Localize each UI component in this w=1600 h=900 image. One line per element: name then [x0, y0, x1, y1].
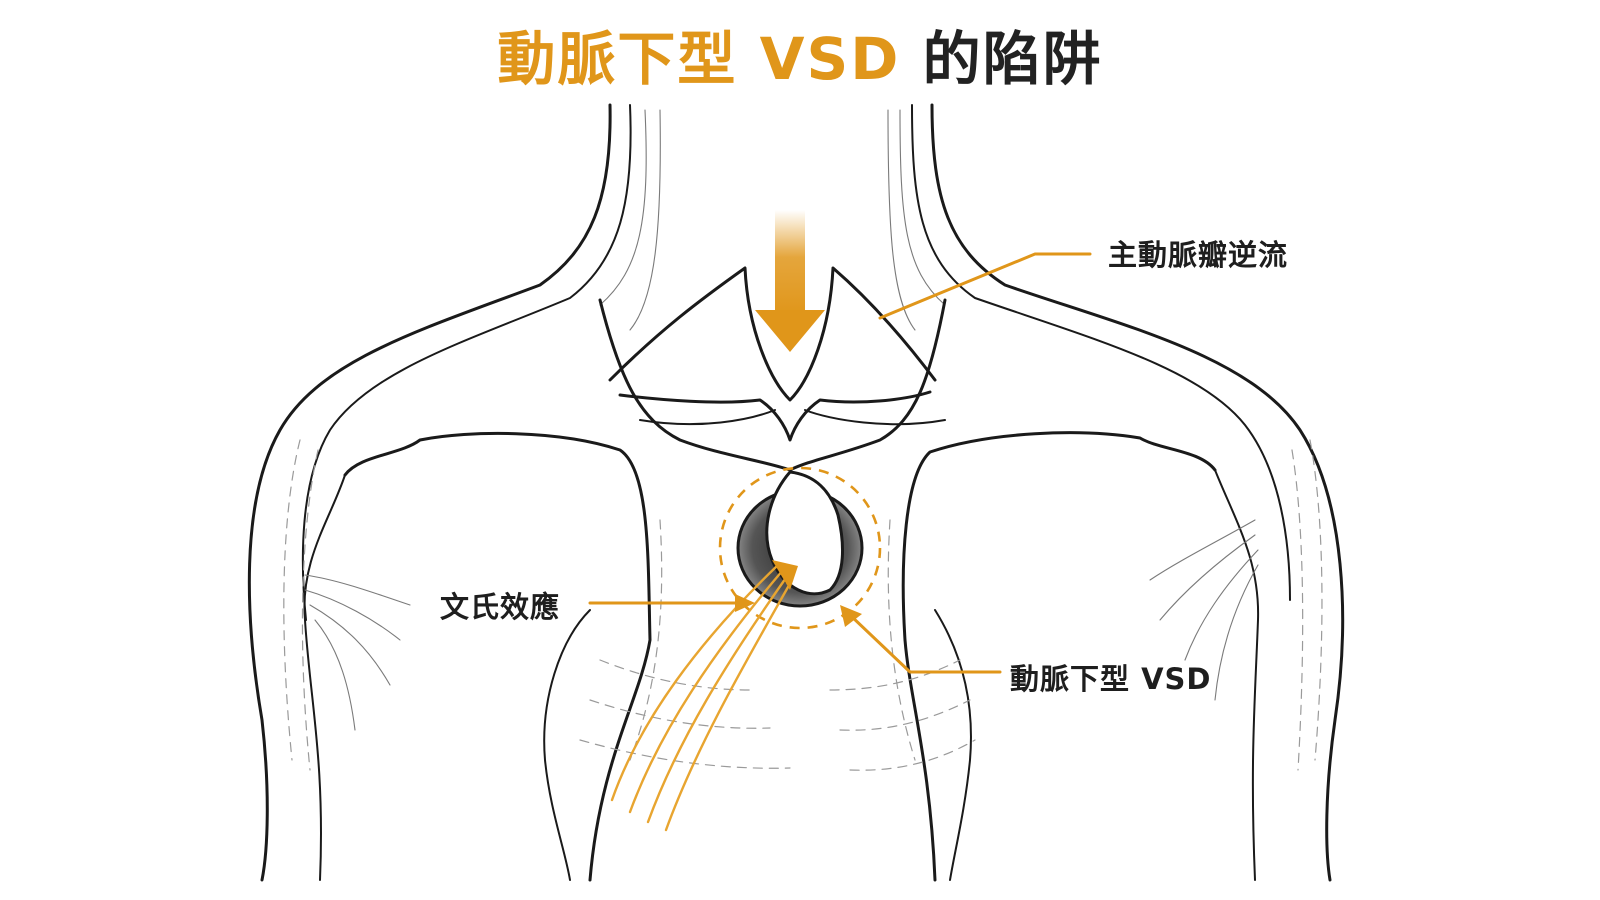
- ventricles: [303, 431, 1260, 882]
- label-venturi-effect: 文氏效應: [440, 590, 561, 624]
- papillary-muscles: [304, 519, 1259, 731]
- regurgitation-arrow: [755, 210, 825, 352]
- title-rest: 的陷阱: [922, 25, 1103, 93]
- label-subarterial-vsd: 動脈下型 VSD: [1010, 662, 1212, 696]
- title-highlight: 動脈下型 VSD: [497, 25, 901, 93]
- diagram-title: 動脈下型 VSD 的陷阱: [0, 12, 1600, 96]
- label-aortic-regurgitation: 主動脈瓣逆流: [1108, 238, 1289, 272]
- callout-leaders: [588, 252, 1092, 674]
- aortic-root: [247, 103, 1345, 882]
- venturi-flow-lines: [610, 560, 798, 832]
- aortic-valve-cusps: [598, 266, 947, 472]
- myocardium-texture: [283, 439, 1323, 771]
